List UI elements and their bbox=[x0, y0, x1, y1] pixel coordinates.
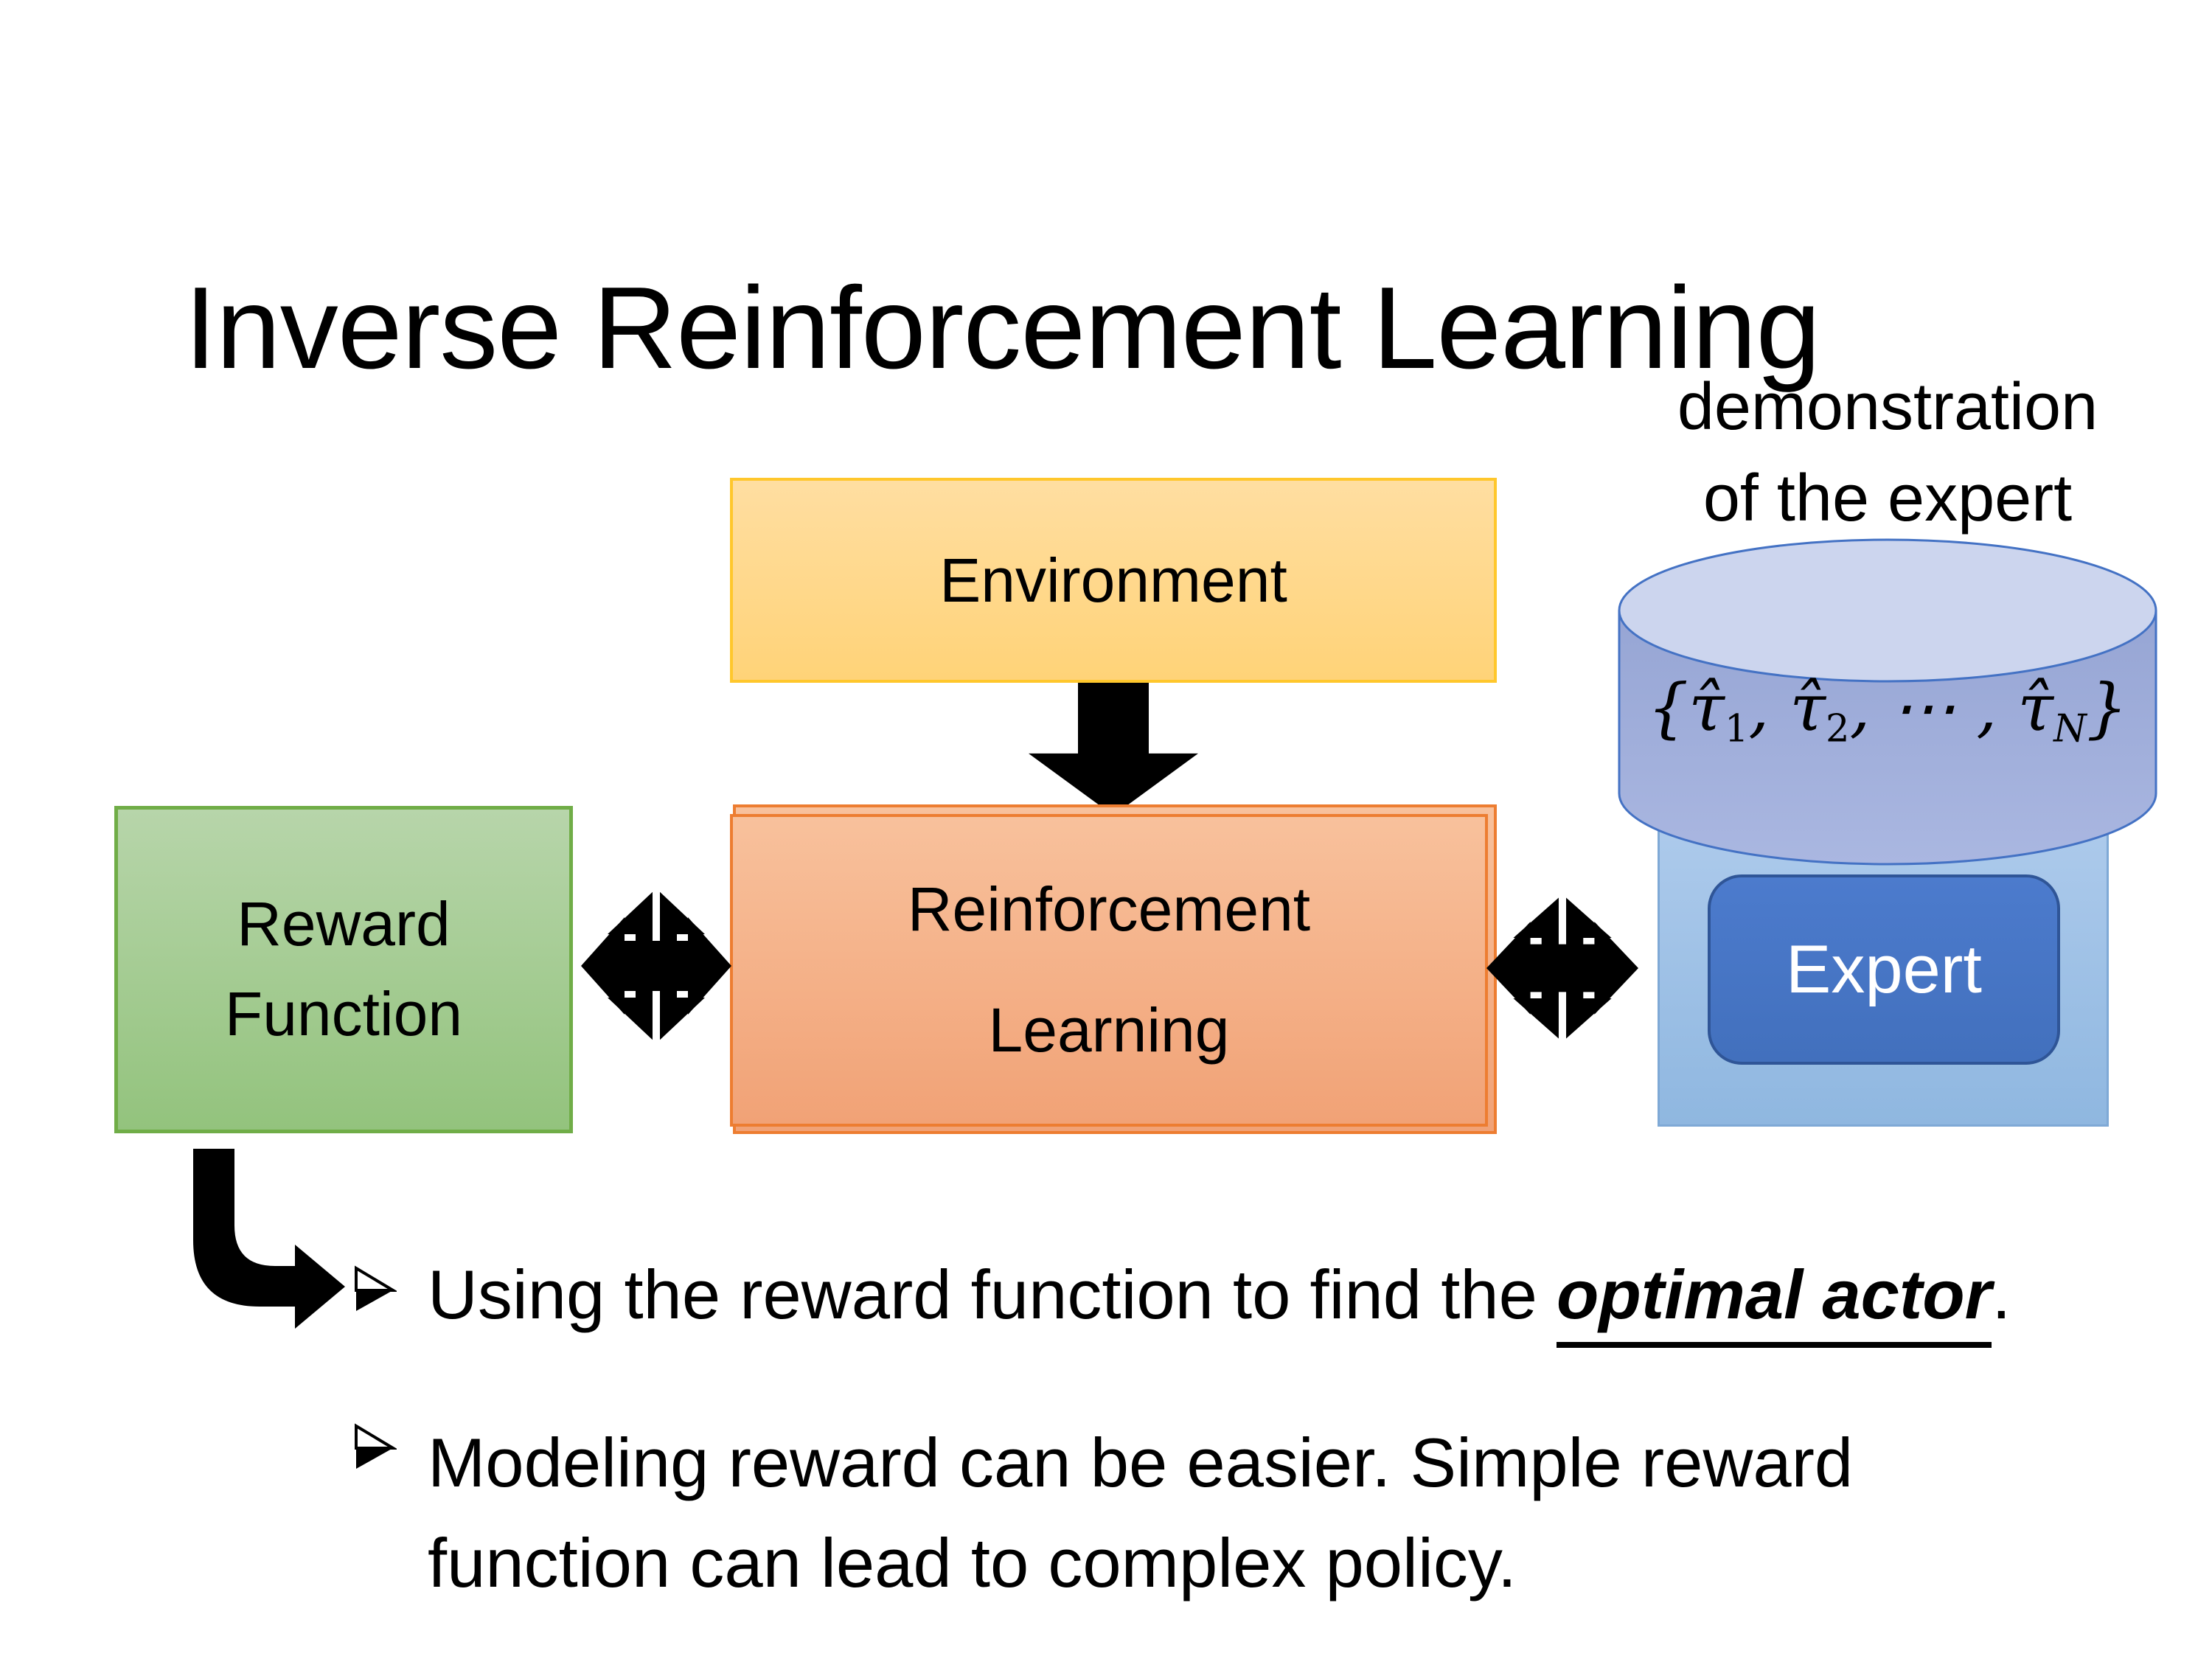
reward-function-label-line1: Reward bbox=[237, 889, 451, 959]
reinforcement-learning-label-line2: Learning bbox=[988, 995, 1230, 1065]
expert-box: Expert bbox=[1708, 874, 2060, 1065]
down-arrow-icon bbox=[1029, 683, 1198, 815]
environment-box: Environment bbox=[730, 478, 1497, 683]
demonstration-caption-line1: demonstration bbox=[1677, 370, 2098, 444]
demonstration-database-cylinder bbox=[1618, 538, 2157, 866]
trajectory-set-formula: {τ̂1, τ̂2, ⋯ , τ̂N} bbox=[1617, 669, 2158, 751]
reward-function-box: Reward Function bbox=[114, 806, 573, 1133]
page-title: Inverse Reinforcement Learning bbox=[184, 262, 1820, 393]
bullet-modeling-reward: Modeling reward can be easier. Simple re… bbox=[352, 1413, 2159, 1614]
bullet1-suffix: . bbox=[1992, 1256, 2011, 1333]
formula-close: } bbox=[2086, 669, 2128, 745]
expert-label: Expert bbox=[1786, 931, 1982, 1007]
reward-function-label-line2: Function bbox=[224, 979, 463, 1048]
formula-open: {τ̂ bbox=[1647, 669, 1725, 745]
bullet-optimal-actor: Using the reward function to find the op… bbox=[352, 1255, 2159, 1348]
formula-mid-2: , ⋯ , τ̂ bbox=[1849, 669, 2054, 745]
bidirectional-arrow-rl-expert-icon bbox=[1486, 894, 1638, 1042]
bullet1-emphasis: optimal actor bbox=[1557, 1256, 1992, 1348]
demonstration-caption-line2: of the expert bbox=[1703, 462, 2073, 536]
bullet2-line2: function can lead to complex policy. bbox=[428, 1524, 1517, 1602]
reinforcement-learning-box: Reinforcement Learning bbox=[730, 814, 1488, 1127]
bullet1-prefix: Using the reward function to find the bbox=[428, 1256, 1557, 1333]
formula-sub-n: N bbox=[2053, 707, 2087, 751]
formula-mid-1: , τ̂ bbox=[1748, 669, 1826, 745]
elbow-arrow-icon bbox=[193, 1149, 345, 1329]
demonstration-caption: demonstration of the expert bbox=[1618, 361, 2157, 544]
reinforcement-learning-label-line1: Reinforcement bbox=[907, 874, 1311, 945]
formula-sub-1: 1 bbox=[1724, 707, 1749, 751]
formula-sub-2: 2 bbox=[1826, 707, 1850, 751]
arrowhead-bullet-icon bbox=[355, 1423, 397, 1469]
arrowhead-bullet-icon bbox=[355, 1265, 397, 1311]
bidirectional-arrow-reward-rl-icon bbox=[581, 888, 731, 1043]
bullet2-line1: Modeling reward can be easier. Simple re… bbox=[428, 1424, 1854, 1501]
environment-label: Environment bbox=[939, 545, 1287, 615]
